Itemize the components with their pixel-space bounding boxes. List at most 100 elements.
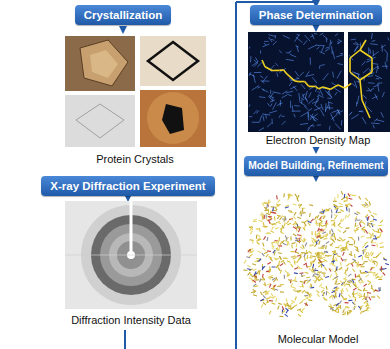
drawing-stroke	[286, 91, 293, 93]
drawing-stroke	[378, 279, 382, 280]
drawing-stroke	[267, 262, 271, 264]
drawing-stroke	[258, 259, 261, 262]
drawing-stroke	[309, 86, 316, 88]
drawing-stroke	[354, 226, 358, 228]
drawing-stroke	[311, 219, 314, 222]
drawing-stroke	[253, 221, 257, 222]
drawing-stroke	[372, 52, 378, 57]
drawing-stroke	[369, 297, 371, 300]
drawing-stroke	[260, 299, 263, 301]
drawing-stroke	[293, 216, 296, 219]
drawing-stroke	[381, 266, 382, 270]
drawing-stroke	[334, 214, 338, 216]
drawing-stroke	[252, 122, 260, 123]
drawing-stroke	[257, 62, 262, 67]
drawing-stroke	[334, 233, 335, 237]
drawing-stroke	[347, 267, 349, 271]
drawing-stroke	[326, 47, 331, 49]
drawing-stroke	[326, 242, 329, 244]
drawing-stroke	[263, 222, 264, 226]
drawing-stroke	[278, 303, 282, 305]
drawing-stroke	[375, 290, 379, 292]
drawing-stroke	[371, 267, 375, 268]
drawing-stroke	[271, 212, 275, 213]
drawing-stroke	[371, 88, 374, 89]
drawing-stroke	[264, 282, 266, 286]
drawing-stroke	[300, 102, 307, 107]
drawing-stroke	[254, 63, 257, 67]
drawing-stroke	[273, 224, 277, 225]
drawing-stroke	[269, 217, 273, 219]
molecular-model	[243, 191, 388, 317]
drawing-stroke	[330, 274, 332, 278]
drawing-stroke	[344, 281, 346, 284]
drawing-stroke	[295, 194, 297, 197]
drawing-stroke	[317, 215, 319, 219]
drawing-stroke	[320, 247, 324, 248]
drawing-stroke	[249, 254, 252, 257]
drawing-stroke	[287, 242, 289, 246]
drawing-stroke	[297, 217, 301, 219]
drawing-stroke	[294, 268, 298, 270]
drawing-stroke	[339, 203, 343, 205]
drawing-stroke	[253, 295, 257, 296]
drawing-stroke	[341, 295, 343, 298]
drawing-stroke	[272, 243, 273, 247]
drawing-stroke	[319, 260, 322, 263]
drawing-stroke	[363, 222, 366, 225]
drawing-stroke	[344, 200, 347, 202]
drawing-stroke	[268, 103, 270, 106]
drawing-stroke	[366, 90, 371, 91]
drawing-stroke	[266, 213, 270, 215]
drawing-stroke	[286, 221, 289, 224]
drawing-stroke	[327, 98, 331, 99]
drawing-stroke	[334, 205, 338, 207]
drawing-stroke	[269, 311, 271, 315]
drawing-stroke	[333, 255, 334, 259]
drawing-stroke	[301, 208, 305, 209]
drawing-stroke	[295, 238, 298, 240]
drawing-stroke	[336, 307, 340, 309]
drawing-stroke	[319, 219, 322, 221]
drawing-stroke	[269, 37, 272, 42]
drawing-stroke	[350, 194, 354, 195]
drawing-stroke	[323, 210, 325, 214]
drawing-stroke	[255, 279, 259, 280]
drawing-stroke	[301, 273, 302, 277]
drawing-stroke	[295, 252, 299, 254]
drawing-stroke	[362, 297, 365, 299]
drawing-stroke	[352, 279, 354, 283]
drawing-stroke	[278, 306, 279, 310]
drawing-stroke	[291, 244, 293, 248]
drawing-stroke	[337, 240, 341, 241]
drawing-stroke	[367, 222, 369, 226]
drawing-stroke	[349, 254, 353, 256]
drawing-stroke	[261, 304, 263, 307]
drawing-stroke	[375, 75, 382, 78]
drawing-stroke	[297, 195, 299, 199]
drawing-stroke	[262, 114, 270, 115]
drawing-stroke	[306, 98, 308, 102]
drawing-stroke	[360, 43, 361, 48]
drawing-stroke	[314, 231, 316, 235]
drawing-stroke	[373, 257, 377, 259]
drawing-stroke	[382, 66, 388, 67]
drawing-stroke	[290, 237, 291, 241]
drawing-stroke	[273, 246, 274, 250]
drawing-stroke	[347, 263, 350, 266]
drawing-stroke	[284, 217, 285, 221]
drawing-stroke	[270, 258, 273, 261]
drawing-stroke	[285, 216, 287, 220]
drawing-stroke	[356, 263, 357, 267]
drawing-stroke	[338, 41, 339, 44]
drawing-stroke	[366, 303, 368, 307]
drawing-stroke	[310, 262, 314, 264]
drawing-stroke	[366, 308, 368, 311]
drawing-stroke	[352, 84, 355, 87]
drawing-stroke	[309, 92, 311, 97]
drawing-stroke	[317, 124, 321, 125]
drawing-stroke	[335, 287, 339, 289]
drawing-stroke	[337, 71, 341, 79]
drawing-stroke	[371, 244, 375, 246]
drawing-stroke	[293, 258, 297, 260]
